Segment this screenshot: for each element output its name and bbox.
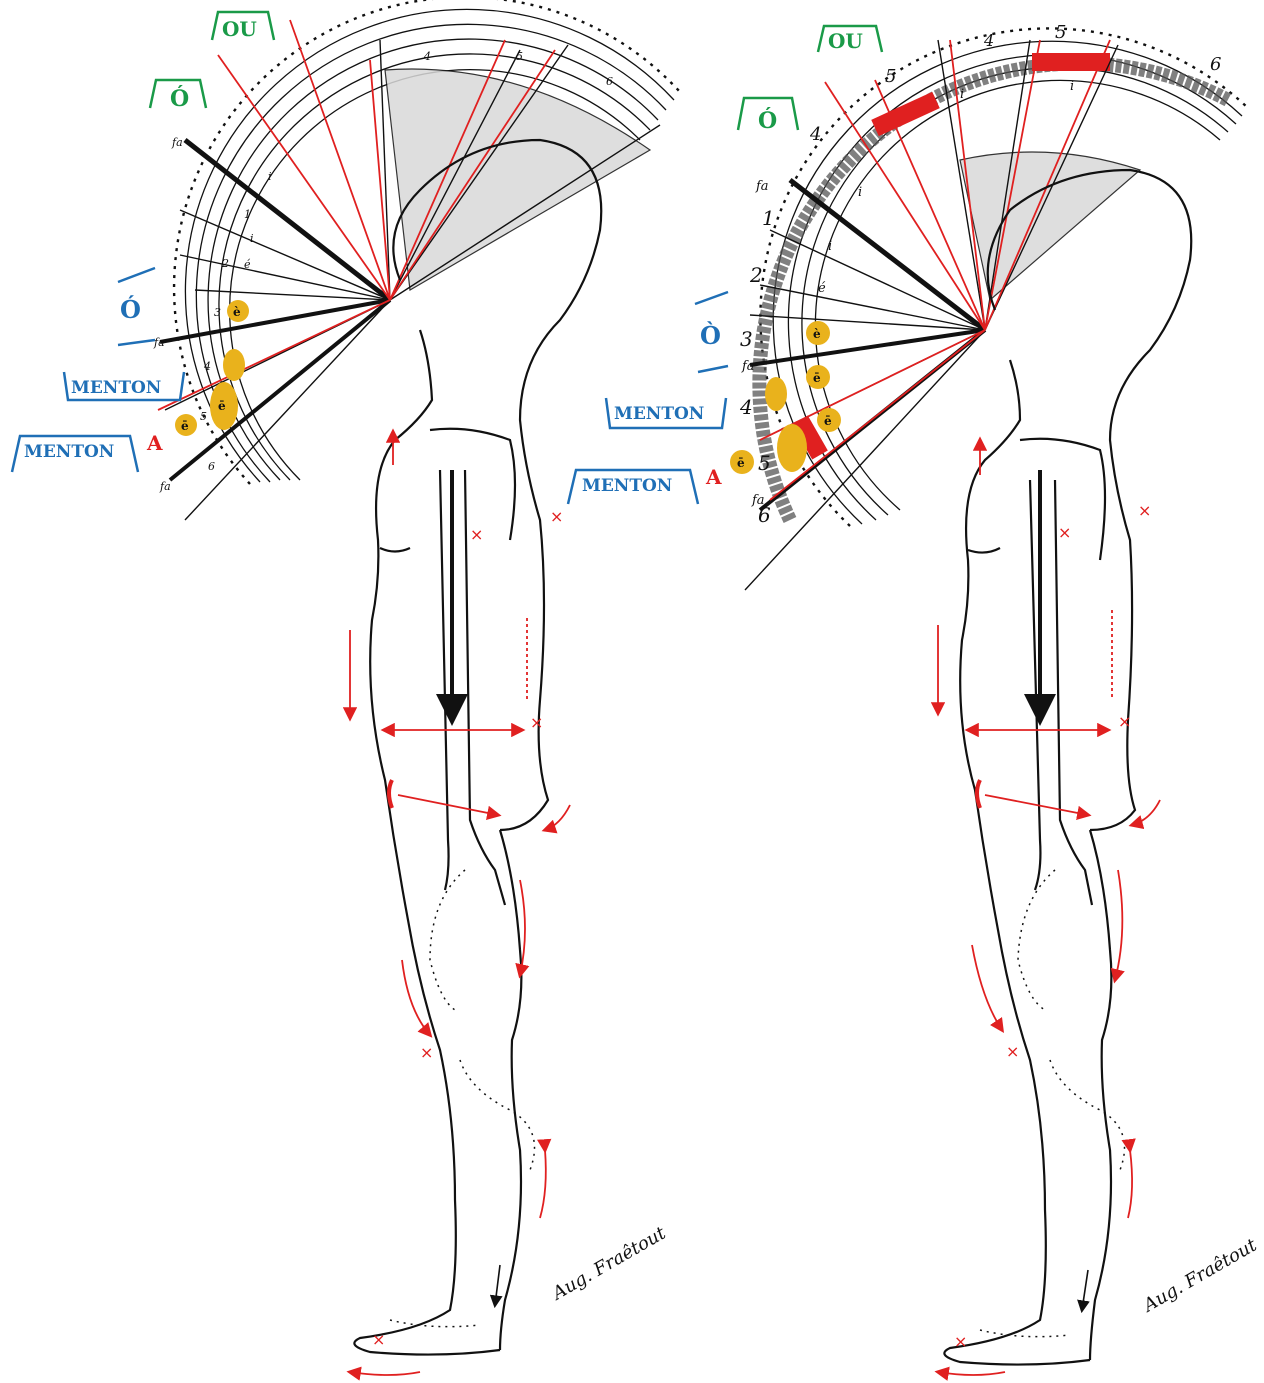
diagram-label: Ó <box>120 295 141 324</box>
badge-vowel: ē <box>813 371 821 385</box>
right-foot-arrow <box>1082 1270 1088 1310</box>
fa-label: fa <box>171 136 183 149</box>
fa-label: fa <box>153 336 165 349</box>
fa-label: fa <box>159 480 171 493</box>
left-label-a: A <box>146 431 163 455</box>
right-label-o-blue: Ò <box>695 292 728 372</box>
vowel-label: i <box>1070 79 1074 94</box>
badge-oval <box>765 377 787 411</box>
scale-number: 4 <box>203 360 211 373</box>
badge-oval <box>777 424 807 472</box>
left-skull-hatched-fan <box>385 69 650 290</box>
badge-vowel: ē <box>824 414 832 428</box>
diagram-label: Ó <box>170 85 189 112</box>
right-label-o-green: Ó <box>738 98 798 134</box>
x-mark: × <box>470 525 483 544</box>
left-red-arrows <box>350 432 570 1375</box>
scale-number: 6 <box>606 75 613 88</box>
right-label-menton-upper: MENTON <box>606 398 726 428</box>
right-signature: Aug. Fraêtout <box>1138 1234 1261 1317</box>
scale-number: 5 <box>200 410 207 423</box>
badge-vowel: ē <box>181 419 189 433</box>
diagram-label: Ó <box>758 107 777 134</box>
badge-vowel: è <box>813 327 821 341</box>
left-foot-arrow <box>495 1265 500 1305</box>
badge-vowel: ē <box>737 456 745 470</box>
vowel-label: i <box>960 87 964 102</box>
diagram-label: MENTON <box>614 404 704 424</box>
right-panel: × × × × × è ē ē ē 1 2 3 4 5 6 4 5 <box>568 22 1261 1375</box>
diagram-label: Aug. Fraêtout <box>1138 1234 1261 1317</box>
fa-label: fa <box>751 493 765 508</box>
right-label-a: A <box>705 465 722 489</box>
right-label-menton-lower: MENTON <box>568 470 698 504</box>
x-mark: × <box>1118 712 1131 731</box>
right-red-band-segments <box>800 62 1110 455</box>
scale-number: 3 <box>214 306 221 319</box>
scale-number: 6 <box>1210 54 1221 75</box>
right-figure-outline <box>944 170 1191 1365</box>
vowel-label: i <box>858 185 862 200</box>
vowel-label: é <box>244 258 251 271</box>
scale-number: 5 <box>1055 22 1066 43</box>
x-mark: × <box>372 1330 385 1349</box>
left-label-ou: OU <box>212 12 274 41</box>
scale-number: 5 <box>516 50 523 63</box>
left-label-o-green: Ó <box>150 80 206 112</box>
diagram-label: Aug. Fraêtout <box>547 1222 670 1305</box>
scale-number: 2 <box>221 257 229 270</box>
x-mark: × <box>530 713 543 732</box>
scale-number: 4 <box>983 31 994 50</box>
x-mark: × <box>1138 501 1151 520</box>
x-mark: × <box>954 1332 967 1351</box>
vowel-label: i <box>250 232 254 245</box>
left-label-menton-upper: MENTON <box>64 372 184 400</box>
scale-number: 4 <box>809 124 821 145</box>
vowel-label: é <box>818 281 826 296</box>
x-mark: × <box>420 1043 433 1062</box>
scale-number: 5 <box>885 66 896 87</box>
left-yellow-badges: è ē ē <box>175 300 249 436</box>
fa-label: fa <box>755 179 769 194</box>
left-panel: × × × × × è ē ē 1 2 3 4 5 6 4 5 6 i <box>12 0 680 1375</box>
diagram-label: MENTON <box>24 442 114 462</box>
diagram-label: OU <box>222 17 257 41</box>
diagram-label: OU <box>828 29 863 53</box>
scale-number: 2 <box>749 263 763 287</box>
left-signature: Aug. Fraêtout <box>547 1222 670 1305</box>
right-label-ou: OU <box>818 26 882 53</box>
scale-number: 1 <box>762 206 775 230</box>
scale-number: 4 <box>423 50 431 63</box>
fa-label: fa <box>741 359 755 374</box>
vowel-label: i <box>828 239 832 254</box>
badge-oval <box>223 349 245 381</box>
scale-number: 6 <box>208 460 215 473</box>
left-figure-outline <box>354 140 601 1355</box>
left-label-o-blue: Ó <box>118 268 155 345</box>
scale-number: 1 <box>244 208 251 221</box>
scale-number: 5 <box>758 451 771 475</box>
x-mark: × <box>550 507 563 526</box>
badge-vowel: è <box>233 305 241 319</box>
scale-number: 3 <box>740 327 753 351</box>
right-red-arrows <box>938 440 1160 1375</box>
diagram-label: Ò <box>700 321 721 350</box>
diagram-label: MENTON <box>71 378 161 398</box>
vowel-label: i <box>268 170 272 183</box>
diagram-label: MENTON <box>582 476 672 496</box>
scale-number: 4 <box>739 395 753 419</box>
x-mark: × <box>1058 523 1071 542</box>
x-mark: × <box>1006 1042 1019 1061</box>
right-rays-black <box>745 40 1118 590</box>
left-label-menton-lower: MENTON <box>12 436 138 472</box>
badge-vowel: ē <box>218 399 226 413</box>
